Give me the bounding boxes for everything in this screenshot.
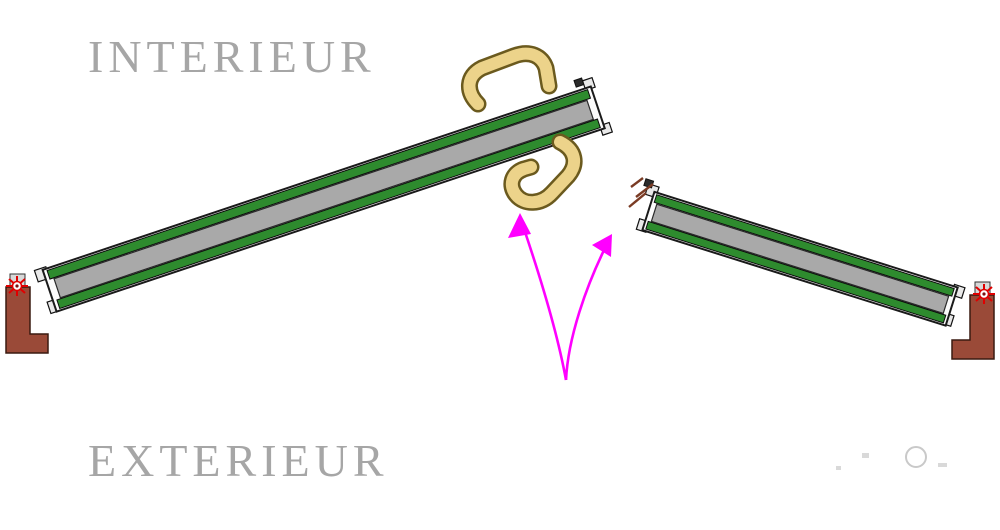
right-leaf-green-strip-bottom [645,220,947,324]
left-hinge [5,273,49,354]
right-swing-arrow [564,243,609,381]
watermark-logo [836,446,947,470]
right-leaf-green-strip-top [653,194,955,297]
right-leaf-joint-hatching [628,177,654,208]
right-hinge-pin-icon [973,284,995,304]
right-window-leaf [635,178,966,327]
right-hinge [951,281,995,360]
left-window-leaf [33,76,614,315]
left-leaf-green-strip-top [46,89,592,280]
right-hinge-bracket [951,294,995,360]
left-hinge-pin-icon [6,276,28,296]
exterior-label: EXTERIEUR [88,435,389,486]
left-leaf-latch-tab [573,77,585,88]
right-swing-arrow-head-icon [592,234,612,257]
left-leaf-green-strip-bottom [56,118,601,310]
swing-direction-arrows [508,213,612,381]
right-leaf-gray-core [650,203,950,315]
left-swing-arrow [521,225,568,381]
handle-upper-hook [463,47,555,110]
handle-mechanism [461,45,583,211]
left-swing-arrow-head-icon [508,213,531,238]
left-hinge-bracket [5,286,49,354]
handle-lower-hook [505,136,581,209]
left-leaf-gray-core [53,99,595,299]
interior-label: INTERIEUR [88,31,376,82]
